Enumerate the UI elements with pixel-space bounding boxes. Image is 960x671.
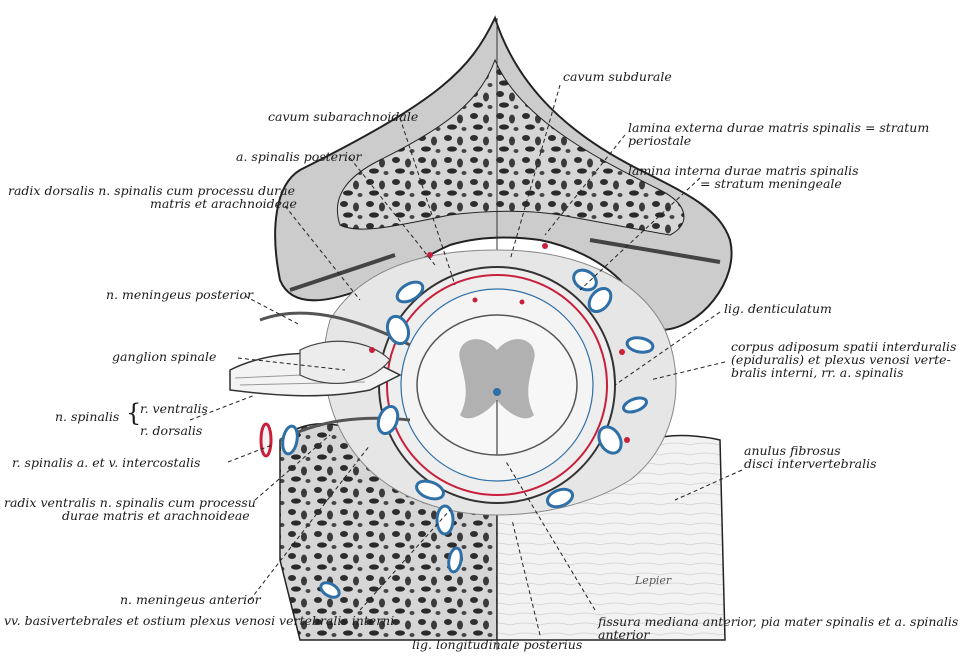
brace-icon: { — [126, 399, 142, 427]
label-n-meningeus-posterior: n. meningeus posterior — [106, 287, 254, 302]
arachnoid — [386, 274, 608, 496]
vein — [385, 314, 411, 346]
label-r-dorsalis: r. dorsalis — [140, 423, 203, 438]
vein — [622, 396, 648, 414]
label-anulus-fibrosus-2: disci intervertebralis — [744, 456, 877, 471]
ligamentum-flavum — [289, 253, 396, 292]
label-lamina-interna-1: lamina interna durae matris spinalis — [628, 163, 859, 178]
ligamentum-flavum-r — [589, 238, 721, 264]
label-a-spinalis-posterior: a. spinalis posterior — [236, 149, 362, 164]
vein — [447, 546, 463, 574]
label-ganglion-spinale: ganglion spinale — [112, 349, 217, 364]
vein — [597, 425, 623, 455]
artery — [542, 243, 548, 249]
venous-plexus — [259, 243, 655, 599]
label-radix-dorsalis-1: radix dorsalis n. spinalis cum processu … — [8, 183, 296, 198]
label-cavum-subarachnoidale: cavum subarachnoidale — [268, 109, 419, 124]
leader-lines — [189, 84, 743, 636]
label-n-meningeus-anterior: n. meningeus anterior — [120, 592, 261, 607]
label-r-spinalis-intercostalis: r. spinalis a. et v. intercostalis — [12, 455, 201, 470]
artery — [519, 299, 525, 305]
vein — [281, 424, 299, 456]
spinal-ganglion — [299, 340, 391, 385]
artery — [619, 349, 625, 355]
grey-matter — [459, 339, 535, 419]
vein — [435, 504, 455, 536]
label-lig-denticulatum: lig. denticulatum — [724, 301, 832, 316]
label-corpus-adiposum-1: corpus adiposum spatii interduralis — [731, 339, 957, 354]
label-radix-ventralis-1: radix ventralis n. spinalis cum processu — [4, 495, 256, 510]
label-anulus-fibrosus-1: anulus fibrosus — [744, 443, 841, 458]
label-radix-ventralis-2: durae matris et arachnoideae — [62, 508, 250, 523]
vein — [545, 487, 575, 509]
label-lamina-interna-2: = stratum meningeale — [700, 176, 842, 191]
vein — [319, 581, 341, 599]
label-corpus-adiposum-2: (epiduralis) et plexus venosi verte- — [731, 352, 951, 367]
vein — [572, 268, 598, 292]
label-n-spinalis: n. spinalis — [55, 409, 120, 424]
artery — [427, 252, 433, 258]
central-canal — [493, 388, 501, 396]
label-fissura-mediana-1: fissura mediana anterior, pia mater spin… — [598, 614, 959, 629]
artist-signature: Lepier — [635, 574, 672, 587]
label-radix-dorsalis-2: matris et arachnoideae — [150, 196, 297, 211]
artery — [624, 437, 630, 443]
vein — [625, 336, 655, 354]
label-lamina-externa-1: lamina externa durae matris spinalis = s… — [628, 120, 930, 135]
vein — [395, 280, 425, 304]
label-corpus-adiposum-3: bralis interni, rr. a. spinalis — [731, 365, 904, 380]
label-fissura-mediana-2: anterior — [598, 627, 650, 642]
vein — [376, 404, 400, 436]
intercostal-vessel — [259, 422, 273, 458]
label-r-ventralis: r. ventralis — [140, 401, 208, 416]
artery — [472, 297, 478, 303]
vein — [415, 479, 445, 501]
artery — [369, 347, 375, 353]
label-cavum-subdurale: cavum subdurale — [563, 69, 672, 84]
label-lig-longitudinale-posterius: lig. longitudinale posterius — [412, 637, 583, 652]
vein — [587, 286, 613, 314]
label-lamina-externa-2: periostale — [628, 133, 692, 148]
label-vv-basivertebrales: vv. basivertebrales et ostium plexus ven… — [4, 613, 395, 628]
